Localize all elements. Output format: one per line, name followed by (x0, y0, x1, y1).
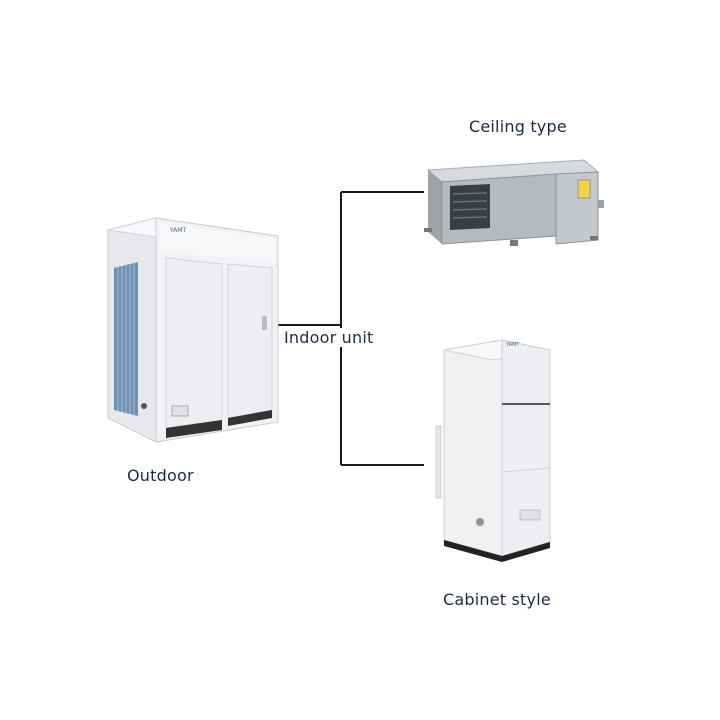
ceiling-type-label: Ceiling type (469, 117, 567, 136)
svg-text:YAMT: YAMT (505, 342, 520, 348)
cabinet-unit-image: YAMT (435, 339, 551, 562)
cabinet-style-label: Cabinet style (443, 590, 551, 609)
indoor-unit-label: Indoor unit (283, 328, 375, 347)
ceiling-duct-unit-image (424, 159, 604, 246)
svg-text:YAMT: YAMT (169, 227, 186, 234)
outdoor-unit-image: YAMT (107, 217, 279, 443)
outdoor-label: Outdoor (127, 466, 194, 485)
